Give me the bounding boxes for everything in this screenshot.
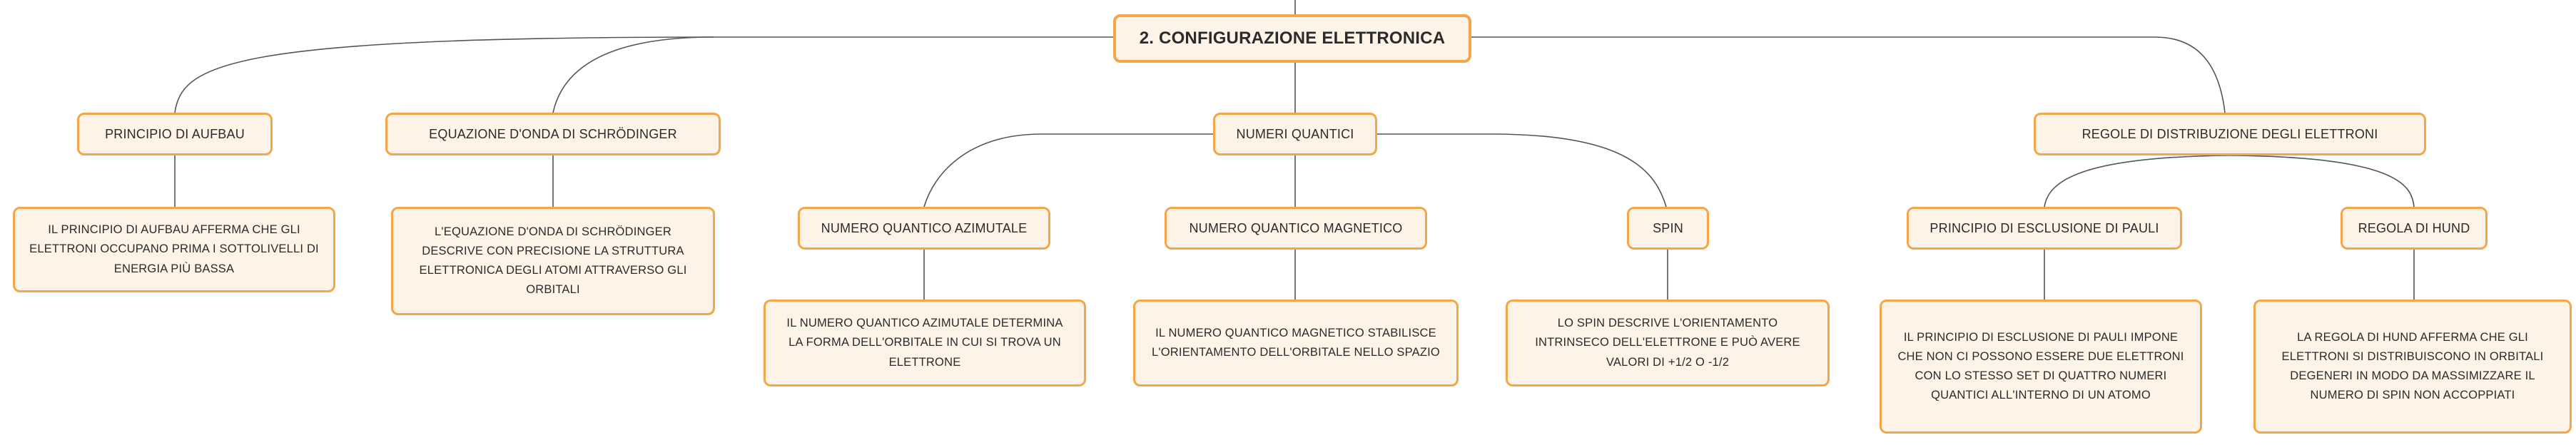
detail-azimutale[interactable]: IL NUMERO QUANTICO AZIMUTALE DETERMINA L… [764, 300, 1086, 387]
branch-numeri-quantici[interactable]: NUMERI QUANTICI [1213, 113, 1377, 155]
sub-pauli[interactable]: PRINCIPIO DI ESCLUSIONE DI PAULI [1907, 207, 2182, 250]
sub-hund[interactable]: REGOLA DI HUND [2341, 207, 2488, 250]
branch-regole-distribuzione[interactable]: REGOLE DI DISTRIBUZIONE DEGLI ELETTRONI [2034, 113, 2426, 155]
detail-spin[interactable]: LO SPIN DESCRIVE L'ORIENTAMENTO INTRINSE… [1506, 300, 1830, 387]
detail-pauli[interactable]: IL PRINCIPIO DI ESCLUSIONE DI PAULI IMPO… [1880, 300, 2202, 434]
detail-magnetico[interactable]: IL NUMERO QUANTICO MAGNETICO STABILISCE … [1133, 300, 1459, 387]
sub-spin[interactable]: SPIN [1627, 207, 1709, 250]
sub-magnetico[interactable]: NUMERO QUANTICO MAGNETICO [1165, 207, 1427, 250]
branch-schrodinger[interactable]: EQUAZIONE D'ONDA DI SCHRÖDINGER [385, 113, 721, 155]
branch-aufbau[interactable]: PRINCIPIO DI AUFBAU [77, 113, 273, 155]
sub-azimutale[interactable]: NUMERO QUANTICO AZIMUTALE [798, 207, 1050, 250]
detail-aufbau[interactable]: IL PRINCIPIO DI AUFBAU AFFERMA CHE GLI E… [13, 207, 335, 292]
detail-hund[interactable]: LA REGOLA DI HUND AFFERMA CHE GLI ELETTR… [2253, 300, 2572, 434]
root-topic[interactable]: 2. CONFIGURAZIONE ELETTRONICA [1113, 14, 1471, 63]
detail-schrodinger[interactable]: L'EQUAZIONE D'ONDA DI SCHRÖDINGER DESCRI… [391, 207, 715, 315]
